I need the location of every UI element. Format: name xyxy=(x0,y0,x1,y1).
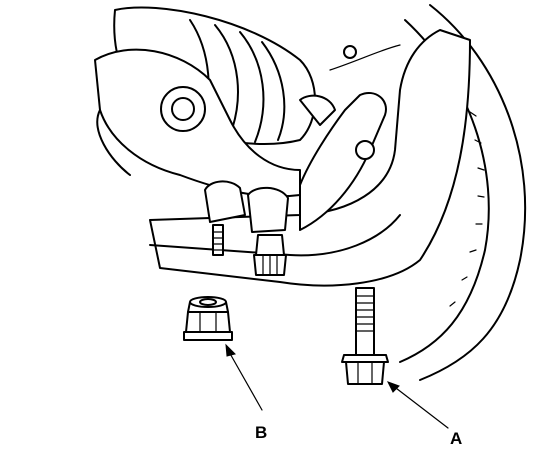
callout-arrow-b xyxy=(225,343,263,411)
steering-knuckle xyxy=(149,29,471,287)
callout-arrow-a xyxy=(386,381,449,429)
flange-bolt-a xyxy=(341,287,389,385)
ball-joint-right xyxy=(247,186,289,276)
flange-nut-b xyxy=(183,296,233,341)
callout-label-b: B xyxy=(255,423,267,442)
ball-joint-left xyxy=(204,180,246,256)
callout-label-a: A xyxy=(450,429,462,448)
tie-rod-end xyxy=(299,92,387,231)
